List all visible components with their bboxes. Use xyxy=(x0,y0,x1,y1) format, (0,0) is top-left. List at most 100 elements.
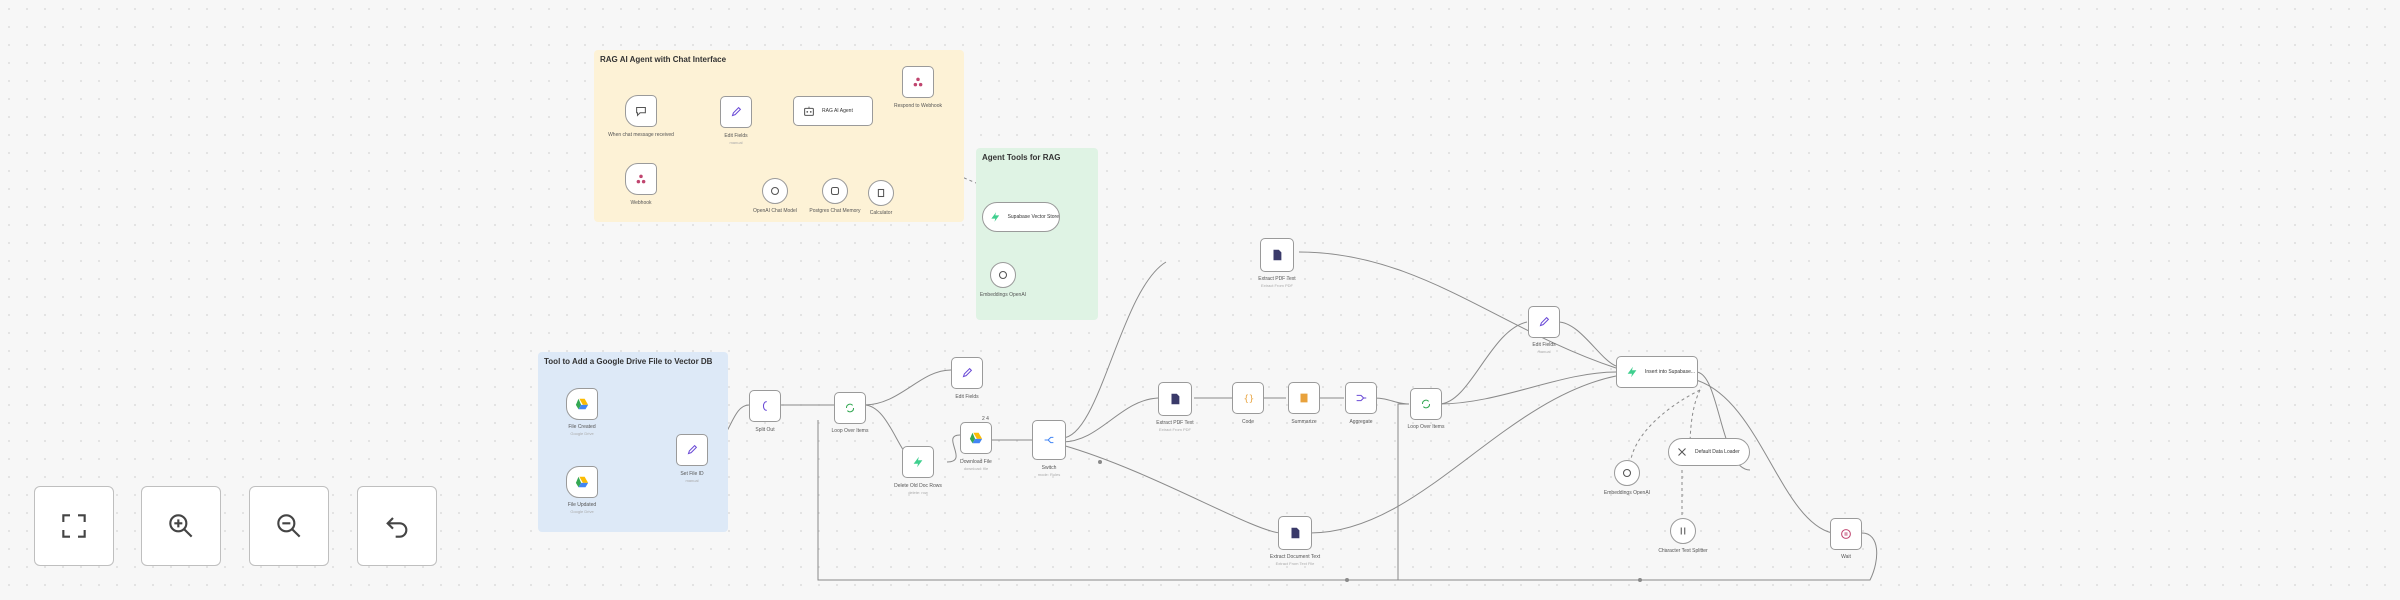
code-node[interactable]: {} xyxy=(1232,382,1264,414)
google-drive-icon xyxy=(969,432,983,444)
node-subtitle: manual xyxy=(1537,349,1551,354)
sticky-title: Tool to Add a Google Drive File to Vecto… xyxy=(544,357,713,366)
embeddings-openai-1-node[interactable] xyxy=(990,262,1016,288)
node-label: Character Text Splitter xyxy=(1658,548,1708,554)
node-label: Extract PDF Text xyxy=(1156,420,1194,426)
calculator-node[interactable] xyxy=(868,180,894,206)
node-label: Code xyxy=(1242,419,1254,425)
default-data-loader-node[interactable]: Default Data Loader xyxy=(1668,438,1750,466)
undo-icon xyxy=(386,517,408,538)
loop-over-items-1-node[interactable] xyxy=(834,392,866,424)
node-label: Download File xyxy=(960,459,992,465)
loop-icon xyxy=(845,403,855,413)
supabase-icon xyxy=(1627,366,1637,378)
node-label: Delete Old Doc Rows xyxy=(894,483,942,489)
node-inline-label: RAG AI Agent xyxy=(822,108,853,114)
edit-fields-top-node[interactable] xyxy=(720,96,752,128)
node-label: Loop Over Items xyxy=(1407,424,1445,430)
document-icon xyxy=(1291,527,1300,539)
pencil-icon xyxy=(962,367,973,378)
node-inline-label: Supabase Vector Store xyxy=(1007,214,1059,220)
item-count-badge: 2 4 xyxy=(982,416,989,422)
node-subtitle: Google Drive xyxy=(570,431,594,436)
zoom-out-button[interactable] xyxy=(249,486,329,566)
zoom-in-button[interactable] xyxy=(141,486,221,566)
openai-icon xyxy=(998,270,1008,280)
ai-agent-node[interactable]: RAG AI Agent xyxy=(793,96,873,126)
extract-doc-bottom-node[interactable] xyxy=(1278,516,1312,550)
node-label: Webhook xyxy=(630,200,652,206)
switch-icon xyxy=(1044,436,1054,444)
edit-fields-right-node[interactable] xyxy=(1528,306,1560,338)
postgres-memory-node[interactable] xyxy=(822,178,848,204)
respond-webhook-node[interactable] xyxy=(902,66,934,98)
split-out-node[interactable] xyxy=(749,390,781,422)
summarize-node[interactable] xyxy=(1288,382,1320,414)
node-label: Embeddings OpenAI xyxy=(1603,490,1651,496)
node-subtitle: mode: Rules xyxy=(1037,472,1061,477)
openai-chat-model-node[interactable] xyxy=(762,178,788,204)
node-subtitle: download: file xyxy=(963,466,989,471)
pencil-icon xyxy=(1539,316,1550,327)
robot-icon xyxy=(804,106,814,116)
document-icon xyxy=(1171,393,1180,405)
google-drive-icon xyxy=(575,398,589,410)
extract-pdf-mid-node[interactable] xyxy=(1158,382,1192,416)
summarize-icon xyxy=(1300,393,1308,403)
supabase-icon xyxy=(991,212,1000,222)
zoom-in-icon xyxy=(169,514,193,538)
loop-icon xyxy=(1421,399,1431,409)
data-loader-icon xyxy=(1678,448,1686,456)
node-label: Extract PDF Text xyxy=(1258,276,1296,282)
code-icon: {} xyxy=(1244,395,1255,405)
node-label: OpenAI Chat Model xyxy=(753,208,797,214)
set-file-id-node[interactable] xyxy=(676,434,708,466)
loop-over-items-2-node[interactable] xyxy=(1410,388,1442,420)
supabase-tool-node[interactable]: Supabase Vector Store xyxy=(982,202,1060,232)
wait-node[interactable] xyxy=(1830,518,1862,550)
file-updated-node[interactable] xyxy=(566,466,598,498)
node-subtitle: manual xyxy=(685,478,699,483)
node-subtitle: Extract From PDF xyxy=(1260,283,1293,288)
chat-icon xyxy=(636,106,646,117)
download-file-node[interactable] xyxy=(960,422,992,454)
node-label: Edit Fields xyxy=(724,133,748,139)
chat-trigger-node[interactable] xyxy=(625,95,657,127)
node-label: Split Out xyxy=(755,427,775,433)
text-splitter-node[interactable] xyxy=(1670,518,1696,544)
fullscreen-icon xyxy=(62,514,86,538)
fit-view-button[interactable] xyxy=(34,486,114,566)
pause-icon xyxy=(1841,529,1851,539)
embeddings-openai-2-node[interactable] xyxy=(1614,460,1640,486)
node-label: Extract Document Text xyxy=(1269,554,1321,560)
webhook-icon xyxy=(636,174,646,184)
aggregate-node[interactable] xyxy=(1345,382,1377,414)
node-label: Edit Fields xyxy=(955,394,979,400)
document-icon xyxy=(1273,249,1282,261)
node-label: Set File ID xyxy=(680,471,704,477)
node-label: Loop Over Items xyxy=(831,428,869,434)
node-inline-label: Default Data Loader xyxy=(1695,449,1740,455)
webhook-node[interactable] xyxy=(625,163,657,195)
node-label: Summarize xyxy=(1291,419,1317,425)
node-label: File Created xyxy=(568,424,596,430)
node-subtitle: manual xyxy=(729,140,743,145)
insert-vector-node[interactable]: Insert into Supabase... xyxy=(1616,356,1698,388)
zoom-out-icon xyxy=(277,514,301,538)
sticky-title: Agent Tools for RAG xyxy=(982,153,1061,162)
splitter-icon xyxy=(1680,527,1686,535)
extract-pdf-top-node[interactable] xyxy=(1260,238,1294,272)
node-label: File Updated xyxy=(567,502,597,508)
sticky-agent-tools[interactable]: Agent Tools for RAG xyxy=(976,148,1098,320)
edit-fields-mid-node[interactable] xyxy=(951,357,983,389)
svg-text:{}: {} xyxy=(1244,395,1255,405)
sticky-title: RAG AI Agent with Chat Interface xyxy=(600,55,727,64)
switch-node[interactable] xyxy=(1032,420,1066,460)
file-created-node[interactable] xyxy=(566,388,598,420)
node-label: Respond to Webhook xyxy=(894,103,942,109)
reset-button[interactable] xyxy=(357,486,437,566)
node-label: Calculator xyxy=(869,210,893,216)
aggregate-icon xyxy=(1356,394,1367,402)
node-subtitle: Google Drive xyxy=(570,509,594,514)
delete-old-rows-node[interactable] xyxy=(902,446,934,478)
